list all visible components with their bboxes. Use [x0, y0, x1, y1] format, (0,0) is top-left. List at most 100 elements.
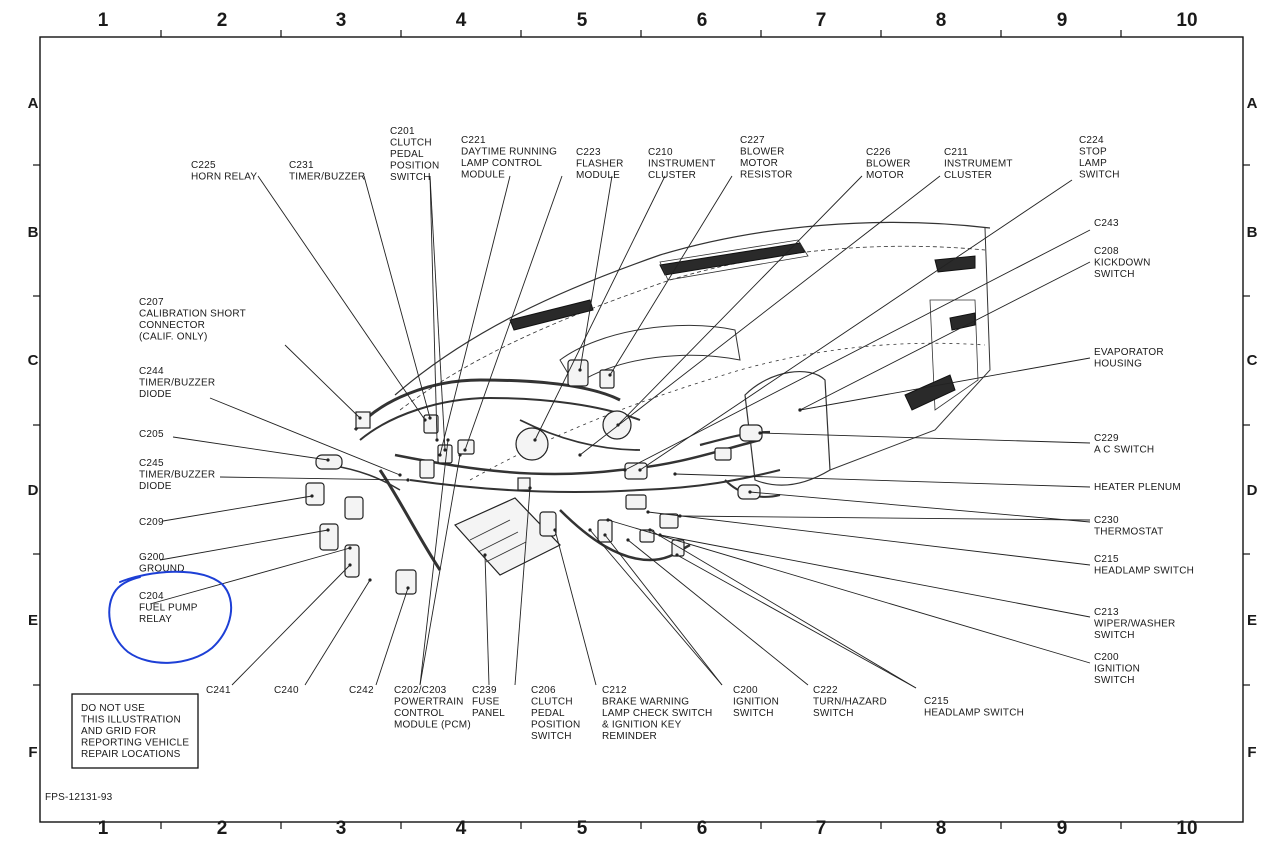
grid-row-label: E — [1247, 612, 1257, 629]
grid-row-label: F — [28, 744, 37, 761]
leader-arrowhead — [326, 528, 330, 532]
grid-row-label: B — [1247, 224, 1258, 241]
callout-c243: C243 — [1094, 218, 1119, 229]
leader-line — [659, 534, 1091, 618]
grid-row-label: A — [1247, 95, 1258, 112]
grid-row-label: D — [1247, 482, 1258, 499]
grid-ticks — [33, 30, 1250, 829]
callout-heater: HEATER PLENUM — [1094, 482, 1181, 493]
leader-arrowhead — [798, 408, 802, 412]
leader-line — [304, 579, 371, 686]
leader-arrowhead — [398, 473, 402, 477]
leader-line — [439, 175, 511, 456]
grid-column-label: 10 — [1176, 818, 1197, 839]
leader-arrowhead — [368, 578, 372, 582]
grid-column-label: 7 — [816, 10, 827, 31]
grid-column-label: 6 — [697, 818, 708, 839]
grid-row-label: C — [1247, 352, 1258, 369]
grid-column-label: 5 — [577, 10, 588, 31]
grid-row-label: B — [28, 224, 39, 241]
leader-line — [514, 487, 531, 686]
leader-arrowhead — [646, 510, 650, 514]
callout-c209: C209 — [139, 517, 164, 528]
leader-line — [429, 175, 438, 441]
leader-line — [589, 529, 723, 686]
leader-arrowhead — [358, 416, 362, 420]
leader-line — [624, 229, 1091, 471]
leader-lines — [149, 175, 1091, 689]
grid-column-label: 8 — [936, 818, 947, 839]
leader-line — [162, 495, 313, 522]
leader-arrowhead — [446, 438, 450, 442]
grid-column-label: 2 — [217, 818, 228, 839]
leader-arrowhead — [533, 438, 537, 442]
grid-column-label: 2 — [217, 10, 228, 31]
leader-line — [647, 511, 1091, 566]
leader-line — [419, 439, 449, 686]
leader-arrowhead — [483, 553, 487, 557]
leader-arrowhead — [348, 546, 352, 550]
leader-line — [609, 175, 733, 376]
leader-arrowhead — [623, 468, 627, 472]
leader-arrowhead — [326, 458, 330, 462]
callout-c240: C240 — [274, 685, 299, 696]
grid-column-label: 3 — [336, 10, 347, 31]
leader-arrowhead — [603, 533, 607, 537]
leader-line — [627, 539, 809, 686]
leader-arrowhead — [310, 494, 314, 498]
c207-connector — [355, 411, 371, 429]
fuel-pump-relay-circle-annotation — [108, 570, 232, 664]
leader-line — [209, 397, 401, 476]
grid-column-label: 1 — [98, 818, 109, 839]
leader-line — [149, 547, 351, 605]
leader-arrowhead — [553, 528, 557, 532]
grid-row-label: D — [28, 482, 39, 499]
leader-arrowhead — [528, 486, 532, 490]
leader-line — [649, 529, 917, 689]
grid-column-label: 4 — [456, 10, 467, 31]
figure-id: FPS-12131-93 — [45, 792, 113, 803]
leader-arrowhead — [578, 453, 582, 457]
leader-line — [231, 564, 351, 686]
grid-row-label: C — [28, 352, 39, 369]
grid-column-label: 9 — [1057, 818, 1068, 839]
grid-column-label: 5 — [577, 818, 588, 839]
leader-arrowhead — [443, 448, 447, 452]
leader-line — [554, 529, 597, 686]
callout-c242: C242 — [349, 685, 374, 696]
grid-row-label: F — [1247, 744, 1256, 761]
leader-line — [749, 491, 1091, 523]
leader-arrowhead — [626, 538, 630, 542]
leader-arrowhead — [675, 553, 679, 557]
grid-row-label: E — [28, 612, 38, 629]
leader-arrowhead — [638, 468, 642, 472]
callout-c241: C241 — [206, 685, 231, 696]
leader-line — [219, 476, 409, 481]
grid-column-label: 9 — [1057, 10, 1068, 31]
callout-c205: C205 — [139, 429, 164, 440]
leader-line — [674, 473, 1091, 488]
leader-arrowhead — [438, 453, 442, 457]
leader-arrowhead — [608, 373, 612, 377]
